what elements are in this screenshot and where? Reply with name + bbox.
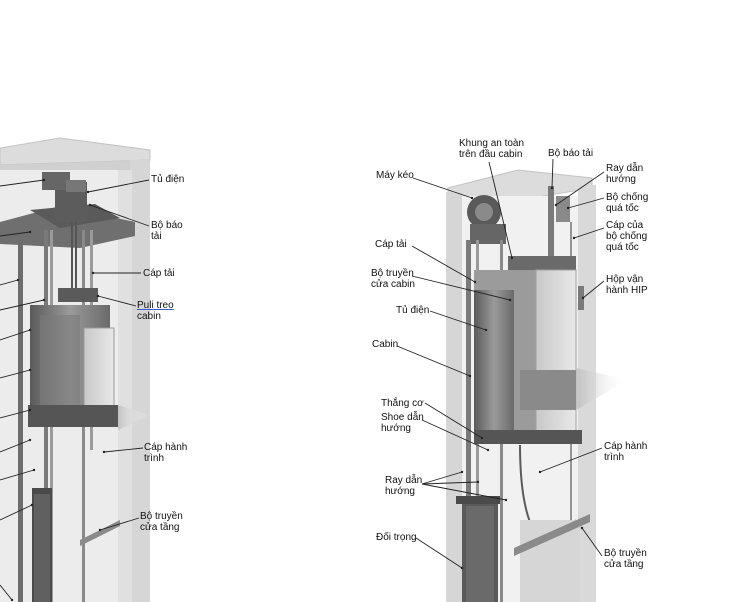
leader-tip [508,298,512,302]
label-left-tu-dien: Tủ điện [151,174,185,185]
leader-tip [91,271,95,275]
leader-tip [476,480,480,484]
leader-tip [102,450,106,454]
label-cabin: Cabin [372,339,399,350]
label-may-keo: Máy kéo [376,170,414,181]
leader-line [0,329,31,341]
leader-line [429,310,487,331]
label-cap-tai: Cáp tải [375,239,407,250]
leader-tip [86,190,90,194]
leader-tip [460,566,464,570]
leader-tip [566,206,570,210]
leader-line [0,504,33,521]
leader-line [0,179,45,187]
leader-line [0,439,31,453]
leader-tip [484,328,488,332]
leader-tip [486,448,490,452]
leader-line [488,161,513,259]
leader-tip [468,374,472,378]
label-left-cap-tai: Cáp tải [143,268,175,279]
leader-line [97,295,137,307]
leader-tip [28,328,32,332]
leader-tip [470,196,474,200]
leader-tip [42,178,46,182]
leader-line [421,483,507,501]
leader-line [421,471,463,485]
leader-tip [504,498,508,502]
leader-tip [581,296,585,300]
label-ray-dan-huong-top: Ray dẫn hướng [606,163,644,185]
leader-tip [580,526,584,530]
left-elevator-illustration [0,137,151,602]
leader-line [0,299,45,311]
leader-line [567,197,605,209]
label-tu-dien: Tủ điện [396,305,430,316]
leader-tip [88,203,92,207]
leader-tip [10,598,14,602]
leader-tip [28,368,32,372]
label-bo-truyen-cua-cabin: Bộ truyền cửa cabin [371,268,415,290]
leader-line [396,345,471,377]
label-bo-chong-qua-toc: Bộ chống quá tốc [606,192,649,214]
label-doi-trong: Đối trọng [376,532,417,543]
label-thang-co: Thắng cơ [381,398,424,409]
leader-tip [460,470,464,474]
leader-line [0,231,31,237]
leader-tip [28,438,32,442]
leader-line [89,204,150,227]
leader-line [103,447,144,453]
leader-tip [550,186,554,190]
label-ray-dan-huong-bottom: Ray dẫn hướng [385,475,423,497]
leader-line [573,227,605,239]
leader-line [0,584,13,601]
label-left-bo-truyen-cua-tang: Bộ truyền cửa tầng [140,511,183,533]
leader-tip [572,236,576,240]
leader-line [415,537,463,569]
label-left-cap-hanh-trinh: Cáp hành trình [144,442,188,464]
leader-tip [480,436,484,440]
label-left-puli-treo-cabin: Puli treo cabin [137,300,174,322]
label-shoe-dan-huong: Shoe dẫn hướng [381,412,424,434]
leader-tip [98,528,102,532]
leader-line [0,469,35,481]
leader-line [582,280,605,299]
leader-line [412,177,473,199]
leader-line [424,402,483,439]
label-cap-cua-bo-chong-qua-toc: Cáp của bộ chống quá tốc [606,220,648,253]
label-left-bo-bao-tai: Bộ báo tải [151,220,183,242]
label-bo-truyen-cua-tang: Bộ truyền cửa tầng [604,548,647,570]
leader-line [0,369,31,379]
leader-line [411,275,511,301]
leader-tip [16,278,20,282]
label-cap-hanh-trinh: Cáp hành trình [604,441,648,463]
leader-line [0,409,31,419]
leader-line [421,419,489,451]
leader-line [551,158,554,189]
leader-lines [0,158,605,602]
leader-tip [473,280,477,284]
right-elevator-illustration [446,169,628,602]
leader-line [411,245,476,283]
leader-line [581,527,603,557]
leader-tip [28,408,32,412]
leader-tip [538,470,542,474]
leader-line [0,279,19,286]
leader-line [87,179,150,193]
leader-tip [96,294,100,298]
label-khung-an-toan: Khung an toàn trên đầu cabin [459,138,525,160]
leader-line [539,447,603,473]
leader-tip [28,230,32,234]
label-bo-bao-tai: Bộ báo tải [548,148,594,159]
leader-tip [30,503,34,507]
leader-tip [554,203,558,207]
leader-tip [510,256,514,260]
leader-line [421,481,479,485]
leader-line [555,171,605,206]
label-hop-van-hanh-hip: Hộp vận hành HIP [606,274,648,296]
leader-line [99,517,140,531]
leader-tip [42,298,46,302]
leader-tip [32,468,36,472]
